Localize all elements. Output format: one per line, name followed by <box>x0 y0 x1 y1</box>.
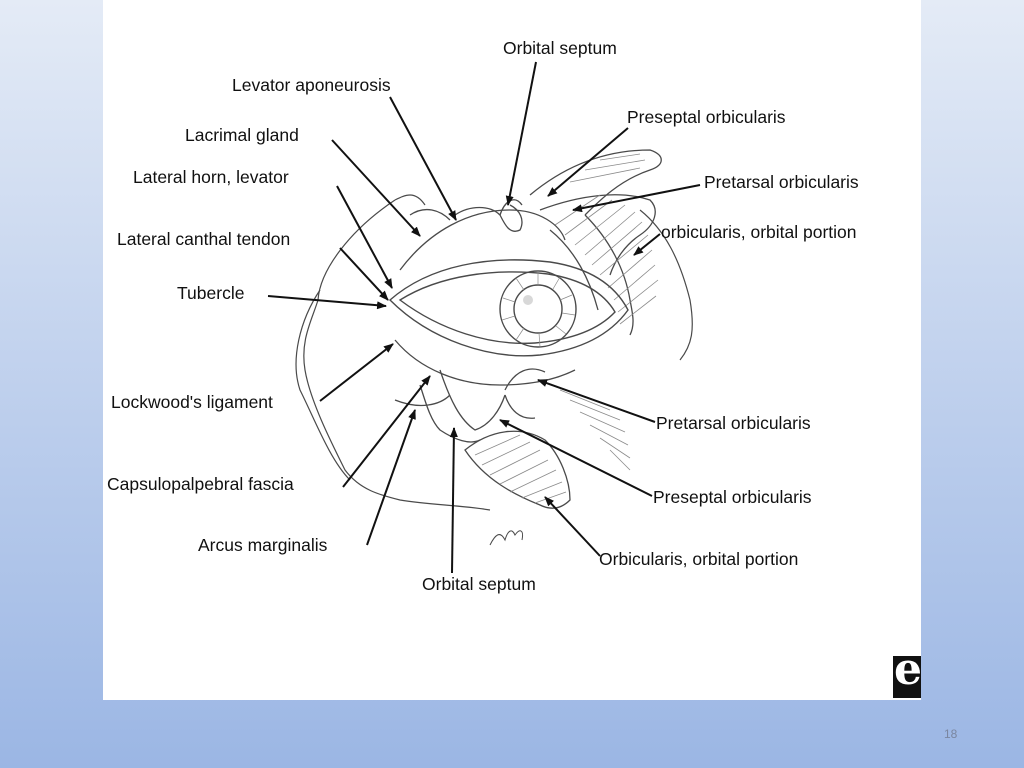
arrow-lockwoods-ligament <box>319 343 394 402</box>
label-preseptal-orbicularis-bottom: Preseptal orbicularis <box>653 487 812 507</box>
arrow-arcus-marginalis <box>366 409 416 546</box>
label-levator-aponeurosis: Levator aponeurosis <box>232 75 391 95</box>
label-lateral-canthal-tendon: Lateral canthal tendon <box>117 229 291 249</box>
label-pretarsal-orbicularis-bottom: Pretarsal orbicularis <box>656 413 811 433</box>
slide-number: 18 <box>944 727 958 741</box>
pupil-highlight <box>523 295 533 305</box>
arrow-preseptal-orbicularis-bottom <box>499 419 653 497</box>
label-lockwoods-ligament: Lockwood's ligament <box>111 392 273 412</box>
arrow-lateral-canthal-tendon <box>339 247 389 301</box>
label-capsulopalpebral-fascia: Capsulopalpebral fascia <box>107 474 294 494</box>
publisher-logo-letter: e <box>894 656 921 695</box>
lower-orbicularis-flap <box>464 430 571 509</box>
orbit-outline <box>295 194 693 511</box>
arrow-lacrimal-gland <box>331 139 421 237</box>
label-tubercle: Tubercle <box>177 283 245 303</box>
arrow-levator-aponeurosis <box>389 96 457 221</box>
arrow-preseptal-orbicularis-top <box>547 127 629 197</box>
arrow-orbital-septum-bottom <box>449 427 458 574</box>
upper-orbicularis-hatching <box>554 153 659 325</box>
pointer-arrows <box>267 61 701 574</box>
arrow-tubercle <box>267 295 387 310</box>
arrow-pretarsal-orbicularis-top <box>572 184 701 213</box>
artist-signature <box>489 530 523 546</box>
arrow-orbital-septum-top <box>505 61 537 206</box>
publisher-logo: e <box>893 656 921 698</box>
arrow-lateral-horn-levator <box>336 185 393 289</box>
upper-orbicularis-flaps <box>529 149 662 336</box>
slide-panel <box>103 0 921 700</box>
label-orbital-septum-top: Orbital septum <box>503 38 617 58</box>
label-lacrimal-gland: Lacrimal gland <box>185 125 299 145</box>
label-preseptal-orbicularis-top: Preseptal orbicularis <box>627 107 786 127</box>
arrow-orbicularis-orbital-portion-top <box>633 233 661 256</box>
arrow-orbicularis-orbital-portion-bottom <box>544 496 601 557</box>
label-arcus-marginalis: Arcus marginalis <box>198 535 328 555</box>
arrow-pretarsal-orbicularis-bottom <box>537 379 656 423</box>
arrow-capsulopalpebral-fascia <box>342 375 431 488</box>
label-pretarsal-orbicularis-top: Pretarsal orbicularis <box>704 172 859 192</box>
label-orbicularis-orbital-portion-bottom: Orbicularis, orbital portion <box>599 549 799 569</box>
eye-globe <box>388 259 629 357</box>
lower-orbicularis-hatching <box>474 389 631 504</box>
label-orbicularis-orbital-portion-top: orbicularis, orbital portion <box>661 222 857 242</box>
label-orbital-septum-bottom: Orbital septum <box>422 574 536 594</box>
iris-striations <box>501 271 576 348</box>
lower-lid-structure <box>394 339 576 443</box>
label-lateral-horn-levator: Lateral horn, levator <box>133 167 289 187</box>
